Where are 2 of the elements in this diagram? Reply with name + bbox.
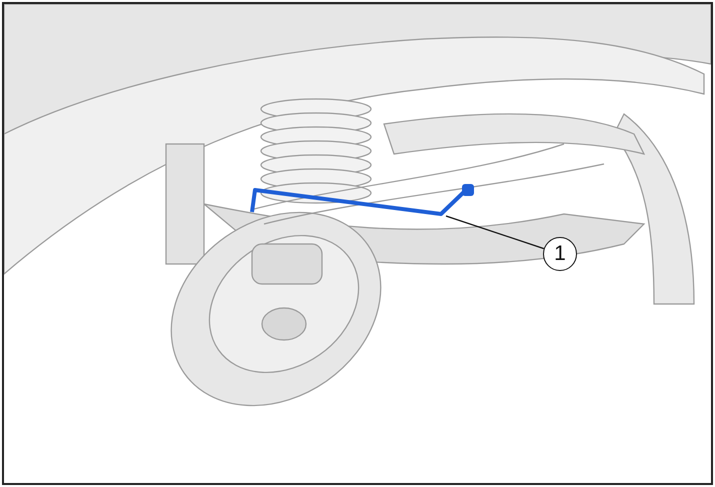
leader-line (446, 215, 544, 250)
callout-number: 1 (543, 237, 577, 271)
